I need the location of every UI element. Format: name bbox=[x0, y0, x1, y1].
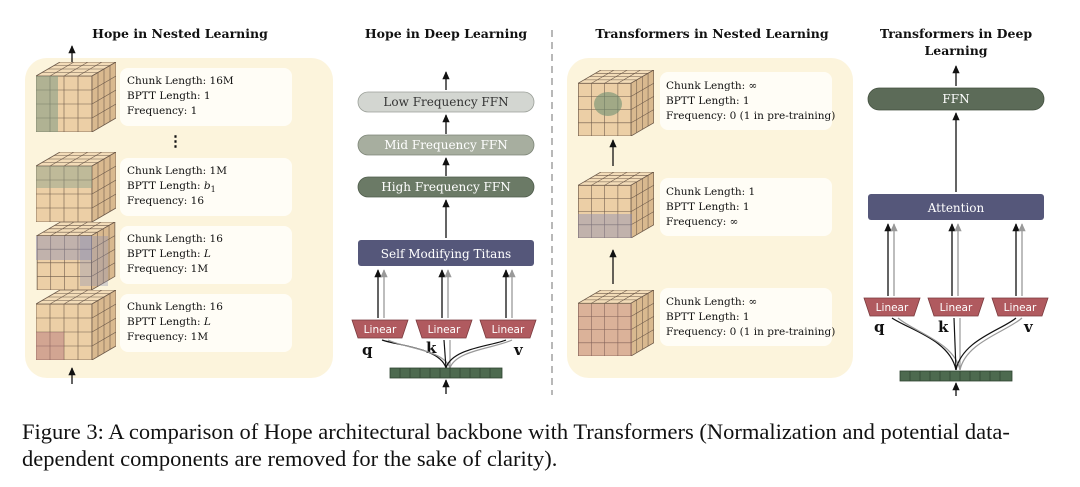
chunk-length: Chunk Length: 16 bbox=[127, 301, 223, 313]
hope-nested-panel: Hope in Nested Learning Chunk Length: 16… bbox=[25, 26, 333, 384]
memory-cube bbox=[36, 222, 116, 290]
bptt-length: BPTT Length: L bbox=[127, 316, 211, 328]
k-label: k bbox=[426, 339, 437, 357]
low-frequency-ffn bbox=[357, 91, 535, 113]
panel-title-line2: Learning bbox=[924, 43, 987, 58]
frequency: Frequency: 1M bbox=[127, 263, 208, 275]
chunk-length: Chunk Length: 1M bbox=[127, 165, 227, 177]
self-modifying-titans bbox=[358, 240, 534, 266]
linear-label: Linear bbox=[364, 324, 397, 336]
low-frequency-ffn-label: Low Frequency FFN bbox=[383, 95, 508, 109]
memory-level-1: Chunk Length: ∞ BPTT Length: 1 Frequency… bbox=[578, 70, 835, 136]
panel-title: Hope in Nested Learning bbox=[92, 26, 268, 41]
ffn-block bbox=[867, 87, 1045, 111]
linear-v: Linear bbox=[479, 269, 537, 339]
linear-label: Linear bbox=[876, 302, 909, 314]
chunk-length: Chunk Length: ∞ bbox=[666, 80, 757, 92]
level-info-card bbox=[660, 288, 832, 346]
frequency: Frequency: 0 (1 in pre-training) bbox=[666, 110, 835, 122]
memory-cube bbox=[36, 152, 116, 222]
memory-level-3: Chunk Length: ∞ BPTT Length: 1 Frequency… bbox=[578, 288, 835, 356]
chunk-length: Chunk Length: 16M bbox=[127, 75, 234, 87]
mid-frequency-ffn-label: Mid Frequency FFN bbox=[384, 138, 508, 152]
linear-label: Linear bbox=[428, 324, 461, 336]
frequency: Frequency: 1M bbox=[127, 331, 208, 343]
chunk-length: Chunk Length: 1 bbox=[666, 186, 755, 198]
bptt-length: BPTT Length: 1 bbox=[666, 95, 750, 107]
memory-cube bbox=[578, 172, 654, 238]
linear-v: Linear bbox=[991, 223, 1049, 317]
transformers-deep-panel: Transformers in Deep Learning FFN Attent… bbox=[863, 26, 1049, 396]
attention-label: Attention bbox=[927, 201, 985, 215]
panel-title: Transformers in Nested Learning bbox=[595, 26, 828, 41]
ffn-label: FFN bbox=[942, 92, 969, 106]
memory-level-2: Chunk Length: 1M BPTT Length: b1 Frequen… bbox=[36, 152, 292, 222]
memory-level-1: Chunk Length: 16M BPTT Length: 1 Frequen… bbox=[36, 62, 292, 132]
transformers-nested-panel: Transformers in Nested Learning Chunk Le… bbox=[567, 26, 853, 378]
memory-cube bbox=[36, 290, 116, 360]
input-fanout bbox=[381, 339, 513, 369]
bptt-length: BPTT Length: L bbox=[127, 248, 211, 260]
linear-q: Linear bbox=[863, 223, 921, 317]
mid-frequency-ffn bbox=[357, 134, 535, 156]
frequency: Frequency: 1 bbox=[127, 105, 197, 117]
level-info-card bbox=[120, 158, 292, 216]
high-frequency-ffn bbox=[357, 176, 535, 198]
level-info-card bbox=[120, 226, 292, 284]
memory-level-4: Chunk Length: 16 BPTT Length: L Frequenc… bbox=[36, 290, 292, 360]
input-fanout bbox=[891, 317, 1023, 371]
figure-caption: Figure 3: A comparison of Hope architect… bbox=[22, 419, 1010, 471]
level-info-card bbox=[660, 72, 832, 130]
hope-deep-panel: Hope in Deep Learning Low Frequency FFN … bbox=[351, 26, 537, 394]
panel-title: Hope in Deep Learning bbox=[365, 26, 528, 41]
linear-k: Linear bbox=[415, 269, 473, 339]
frequency: Frequency: 16 bbox=[127, 195, 204, 207]
chunk-length: Chunk Length: ∞ bbox=[666, 296, 757, 308]
self-modifying-titans-label: Self Modifying Titans bbox=[381, 247, 511, 261]
level-info-card bbox=[120, 294, 292, 352]
level-info-card bbox=[120, 68, 292, 126]
memory-cube bbox=[36, 62, 116, 132]
token-dividers bbox=[399, 368, 491, 378]
high-frequency-ffn-label: High Frequency FFN bbox=[381, 180, 510, 194]
token-dividers bbox=[909, 371, 1001, 381]
memory-level-3: Chunk Length: 16 BPTT Length: L Frequenc… bbox=[36, 222, 292, 290]
linear-label: Linear bbox=[1004, 302, 1037, 314]
v-label: v bbox=[513, 341, 524, 359]
linear-label: Linear bbox=[492, 324, 525, 336]
level-info-card bbox=[660, 178, 832, 236]
vertical-ellipsis: ⋮ bbox=[168, 132, 183, 150]
linear-k: Linear bbox=[927, 223, 985, 317]
bptt-length: BPTT Length: b1 bbox=[127, 180, 216, 194]
v-label: v bbox=[1023, 318, 1034, 336]
token-sequence bbox=[899, 370, 1013, 382]
memory-level-2: Chunk Length: 1 BPTT Length: 1 Frequency… bbox=[578, 172, 832, 238]
token-sequence bbox=[389, 367, 503, 379]
linear-label: Linear bbox=[940, 302, 973, 314]
memory-cube bbox=[578, 290, 654, 356]
chunk-length: Chunk Length: 16 bbox=[127, 233, 223, 245]
k-label: k bbox=[938, 318, 949, 336]
panel-title-line1: Transformers in Deep bbox=[880, 26, 1033, 41]
bptt-length: BPTT Length: 1 bbox=[666, 201, 750, 213]
q-label: q bbox=[874, 318, 885, 336]
frequency: Frequency: 0 (1 in pre-training) bbox=[666, 326, 835, 338]
bptt-length: BPTT Length: 1 bbox=[127, 90, 211, 102]
attention-block bbox=[868, 194, 1044, 220]
q-label: q bbox=[362, 341, 373, 359]
linear-q: Linear bbox=[351, 269, 409, 339]
bptt-length: BPTT Length: 1 bbox=[666, 311, 750, 323]
memory-cube bbox=[578, 70, 654, 136]
frequency: Frequency: ∞ bbox=[666, 216, 738, 228]
